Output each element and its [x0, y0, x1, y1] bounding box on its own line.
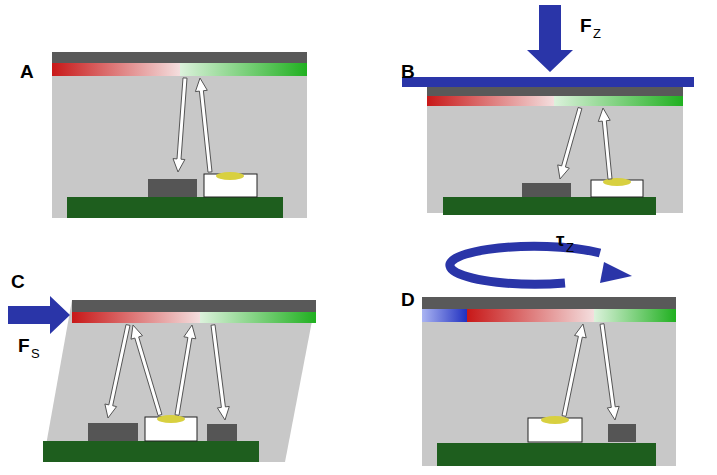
panel-letter: D — [401, 290, 415, 309]
panel-letter: B — [401, 62, 415, 81]
torque-arrow — [450, 246, 600, 284]
photodetector — [608, 424, 636, 442]
force-subscript: Z — [593, 27, 601, 40]
top-cover — [72, 300, 316, 312]
light-ray — [131, 325, 162, 416]
torque-subscript: Z — [566, 241, 574, 254]
light-ray — [600, 324, 619, 420]
color-gradient — [554, 96, 683, 106]
top-cover — [422, 297, 676, 309]
light-ray — [175, 325, 196, 415]
led-die — [157, 415, 185, 423]
pcb — [43, 441, 259, 462]
photodetector — [207, 424, 237, 441]
photodetector — [88, 423, 138, 441]
light-ray — [211, 325, 229, 420]
panel-letter: A — [20, 62, 34, 81]
force-symbol: F — [580, 16, 592, 35]
photodetector — [522, 183, 571, 197]
light-ray — [173, 78, 187, 172]
top-cover — [52, 52, 307, 63]
led-die — [541, 416, 569, 424]
photodetector — [148, 179, 197, 197]
light-ray — [562, 324, 586, 416]
elastomer-body — [422, 297, 676, 466]
color-gradient — [427, 96, 554, 106]
pcb — [443, 197, 656, 215]
press-plate — [402, 77, 694, 87]
torque-symbol: τ — [556, 230, 564, 249]
color-gradient — [200, 312, 316, 323]
color-gradient — [594, 309, 676, 322]
panel-b — [402, 5, 694, 215]
led-die — [603, 178, 631, 186]
pcb — [437, 443, 656, 466]
panel-letter: C — [11, 272, 25, 291]
elastomer-body — [427, 87, 683, 213]
light-ray — [195, 78, 212, 172]
panel-a — [52, 52, 307, 218]
elastomer-body — [52, 52, 307, 218]
light-ray — [105, 325, 130, 418]
force-symbol: F — [18, 336, 30, 355]
force-arrow — [527, 5, 573, 72]
shear-arrow — [8, 296, 70, 334]
light-ray — [558, 108, 582, 180]
pcb — [67, 197, 283, 218]
led-die — [216, 172, 244, 180]
color-gradient — [467, 309, 594, 322]
light-rays — [105, 78, 619, 420]
color-gradient — [422, 309, 467, 322]
top-cover — [427, 87, 683, 96]
color-gradient — [180, 63, 307, 76]
torque-arrow-head — [600, 262, 632, 283]
color-gradient — [72, 312, 200, 323]
force-subscript: S — [31, 347, 40, 360]
light-ray — [598, 108, 612, 179]
panel-d — [422, 246, 676, 466]
elastomer-body — [43, 300, 316, 462]
panel-c — [8, 296, 316, 462]
color-gradient — [52, 63, 180, 76]
